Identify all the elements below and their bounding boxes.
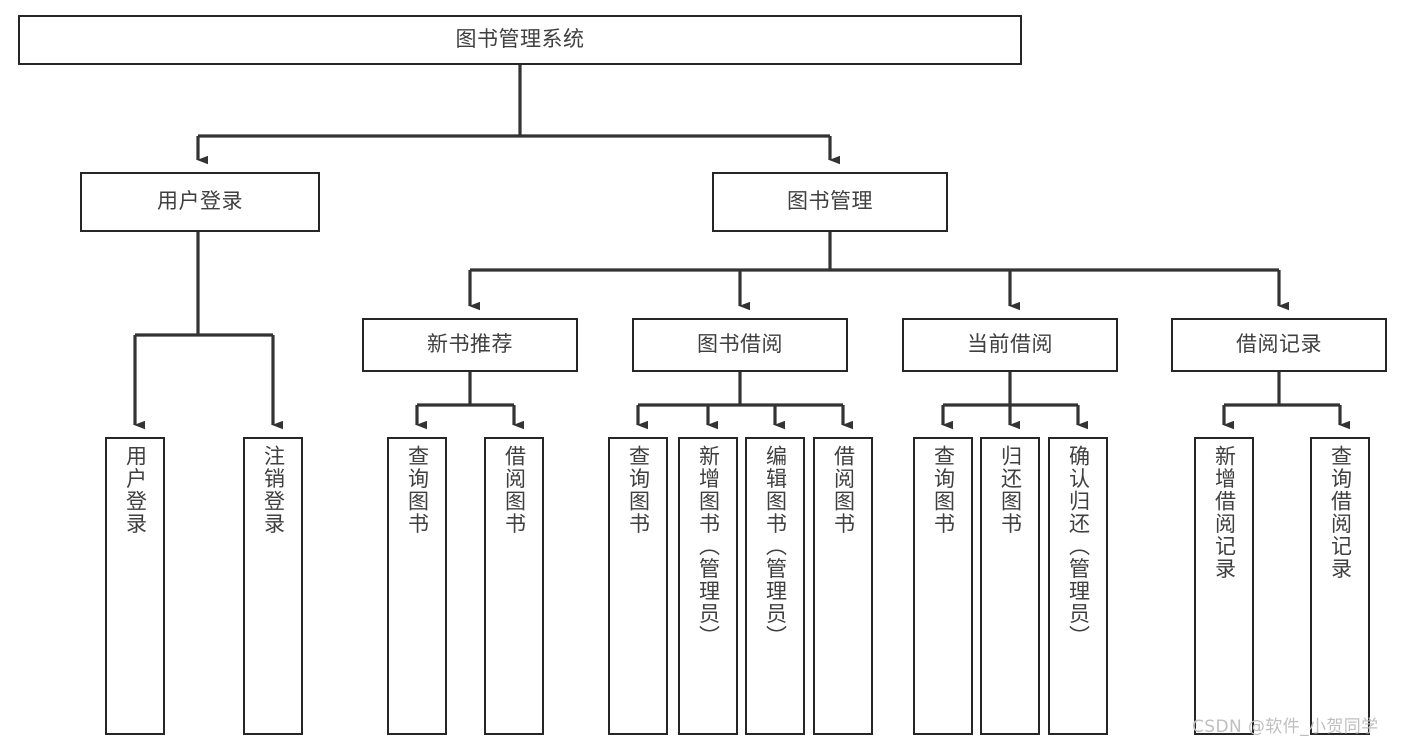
node-leaf-add-book[interactable]: 新增图书（管理员）: [678, 437, 738, 735]
node-borrow-record[interactable]: 借阅记录: [1171, 318, 1387, 372]
node-label: 查询图书: [931, 445, 956, 535]
node-root-system[interactable]: 图书管理系统: [18, 15, 1022, 65]
node-label: 注销登录: [261, 445, 286, 535]
node-label: 用户登录: [123, 445, 148, 535]
node-leaf-return-book[interactable]: 归还图书: [980, 437, 1040, 735]
node-leaf-query-book-3[interactable]: 查询图书: [913, 437, 973, 735]
node-leaf-query-book-1[interactable]: 查询图书: [387, 437, 447, 735]
node-leaf-add-borrow-record[interactable]: 新增借阅记录: [1194, 437, 1254, 735]
node-label: 图书借阅: [697, 332, 783, 357]
node-label: 图书管理系统: [455, 27, 585, 52]
node-label: 新书推荐: [427, 332, 513, 357]
node-leaf-user-logout[interactable]: 注销登录: [243, 437, 303, 735]
node-leaf-edit-book[interactable]: 编辑图书（管理员）: [745, 437, 805, 735]
node-leaf-query-book-2[interactable]: 查询图书: [608, 437, 668, 735]
node-leaf-borrow-book-2[interactable]: 借阅图书: [813, 437, 873, 735]
node-new-book-recommend[interactable]: 新书推荐: [362, 318, 578, 372]
node-label: 编辑图书（管理员）: [763, 445, 788, 648]
node-label: 查询图书: [405, 445, 430, 535]
node-current-borrow[interactable]: 当前借阅: [902, 318, 1118, 372]
node-book-borrow[interactable]: 图书借阅: [632, 318, 848, 372]
node-label: 查询借阅记录: [1328, 445, 1353, 580]
node-label: 借阅记录: [1236, 332, 1322, 357]
node-user-login[interactable]: 用户登录: [80, 172, 320, 232]
node-leaf-query-borrow-record[interactable]: 查询借阅记录: [1310, 437, 1370, 735]
node-label: 借阅图书: [831, 445, 856, 535]
node-label: 图书管理: [787, 189, 873, 214]
node-leaf-confirm-return[interactable]: 确认归还（管理员）: [1048, 437, 1108, 735]
node-leaf-borrow-book-1[interactable]: 借阅图书: [484, 437, 544, 735]
csdn-watermark: CSDN @软件_小贺同学: [1192, 717, 1379, 737]
node-label: 借阅图书: [502, 445, 527, 535]
node-label: 归还图书: [998, 445, 1023, 535]
node-label: 当前借阅: [967, 332, 1053, 357]
node-label: 查询图书: [626, 445, 651, 535]
node-label: 用户登录: [157, 189, 243, 214]
node-label: 新增图书（管理员）: [696, 445, 721, 648]
node-leaf-user-login[interactable]: 用户登录: [105, 437, 165, 735]
node-book-manage[interactable]: 图书管理: [712, 172, 948, 232]
node-label: 确认归还（管理员）: [1066, 445, 1091, 648]
node-label: 新增借阅记录: [1212, 445, 1237, 580]
